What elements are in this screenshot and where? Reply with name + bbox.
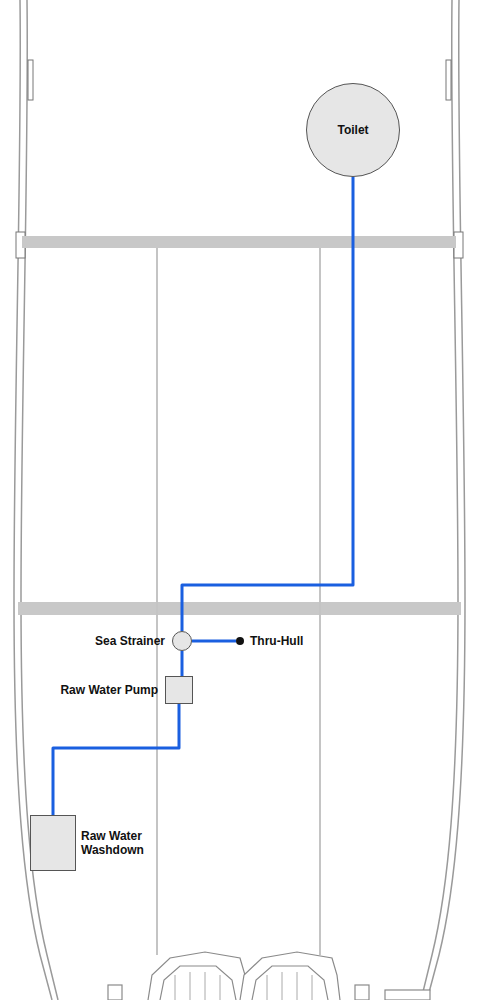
stringer: [156, 248, 158, 955]
part-label: Thru-Hull: [250, 634, 303, 648]
hull-fittings: [16, 60, 463, 258]
jet-grille: [175, 972, 312, 1000]
part-label: Toilet: [307, 123, 399, 137]
jet-drive: [160, 966, 236, 1000]
hull-side: [427, 0, 465, 1000]
bulkhead: [22, 236, 456, 248]
pump-box: Raw Water Pump: [165, 676, 193, 704]
jet-drive: [252, 966, 328, 1000]
thru-hull-dot: Thru-Hull: [236, 637, 244, 645]
fitting: [385, 990, 430, 1000]
toilet-circle: Toilet: [306, 83, 400, 177]
fitting: [355, 985, 369, 1000]
fitting: [446, 60, 451, 100]
fitting: [108, 985, 122, 1000]
strainer-circle: Sea Strainer: [172, 631, 192, 651]
fitting: [28, 60, 33, 100]
water-hose: [182, 177, 353, 631]
stringer: [319, 248, 321, 955]
jet-drive: [240, 952, 340, 1000]
water-hose: [192, 640, 236, 643]
hull-outline: [14, 0, 465, 1000]
jet-drives: [108, 952, 430, 1000]
washdown-box: Raw Water Washdown: [30, 815, 76, 871]
part-label: Raw Water Washdown: [81, 829, 153, 858]
hull-side: [421, 0, 458, 1000]
part-label: Sea Strainer: [95, 634, 165, 648]
water-hose: [53, 704, 179, 815]
bulkhead: [18, 602, 461, 615]
jet-drive: [148, 952, 248, 1000]
water-hose: [181, 651, 184, 676]
part-label: Raw Water Pump: [60, 683, 158, 697]
